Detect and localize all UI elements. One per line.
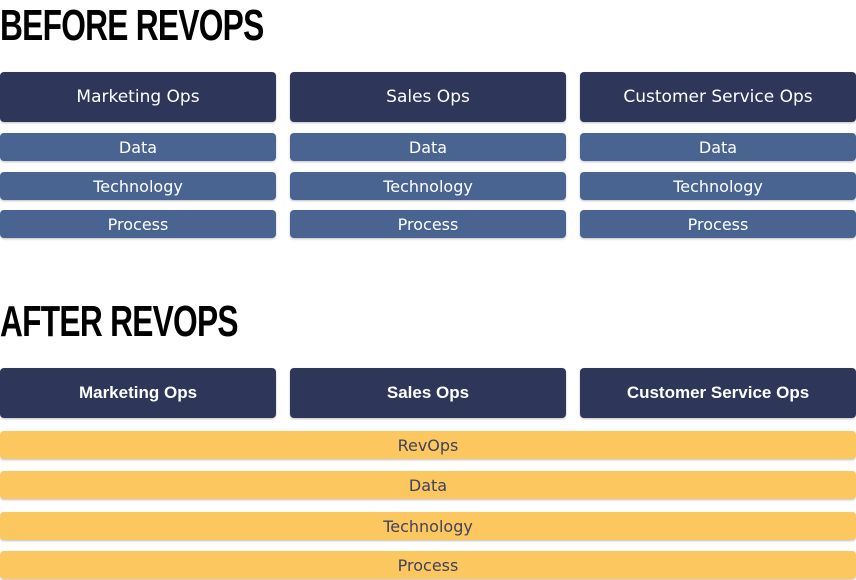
before-customer-service-data-row: Data xyxy=(580,133,856,161)
after-revops-band: RevOps xyxy=(0,431,856,459)
before-marketing-data-row: Data xyxy=(0,133,276,161)
before-revops-heading: BEFORE REVOPS xyxy=(0,1,264,50)
before-sales-data-row: Data xyxy=(290,133,566,161)
after-marketing-ops-header: Marketing Ops xyxy=(0,368,276,418)
before-customer-service-process-row: Process xyxy=(580,210,856,238)
after-process-band: Process xyxy=(0,551,856,579)
before-marketing-ops-header: Marketing Ops xyxy=(0,72,276,122)
before-sales-technology-row: Technology xyxy=(290,172,566,200)
after-customer-service-ops-header: Customer Service Ops xyxy=(580,368,856,418)
after-technology-band: Technology xyxy=(0,512,856,540)
after-sales-ops-header: Sales Ops xyxy=(290,368,566,418)
after-revops-heading: AFTER REVOPS xyxy=(0,297,239,346)
before-sales-process-row: Process xyxy=(290,210,566,238)
before-marketing-technology-row: Technology xyxy=(0,172,276,200)
before-marketing-process-row: Process xyxy=(0,210,276,238)
after-data-band: Data xyxy=(0,471,856,499)
before-sales-ops-header: Sales Ops xyxy=(290,72,566,122)
before-customer-service-ops-header: Customer Service Ops xyxy=(580,72,856,122)
before-customer-service-technology-row: Technology xyxy=(580,172,856,200)
